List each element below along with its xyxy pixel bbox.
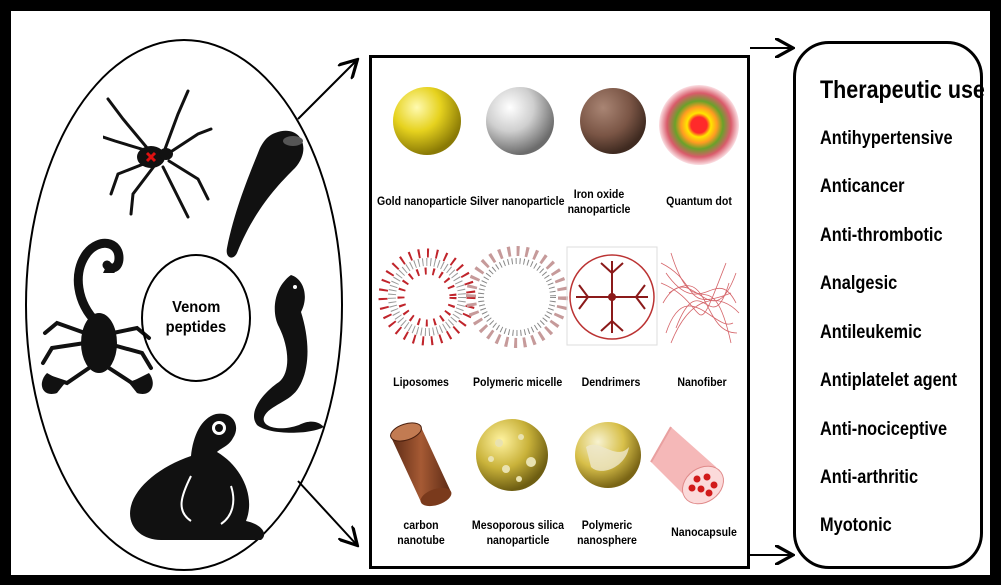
connector-arrows xyxy=(11,11,990,575)
arrow-to-grid-bottom xyxy=(298,481,356,544)
arrow-to-grid-top xyxy=(298,61,356,119)
figure-canvas: Venom peptides Gold nanoparticle Silver … xyxy=(11,11,990,575)
